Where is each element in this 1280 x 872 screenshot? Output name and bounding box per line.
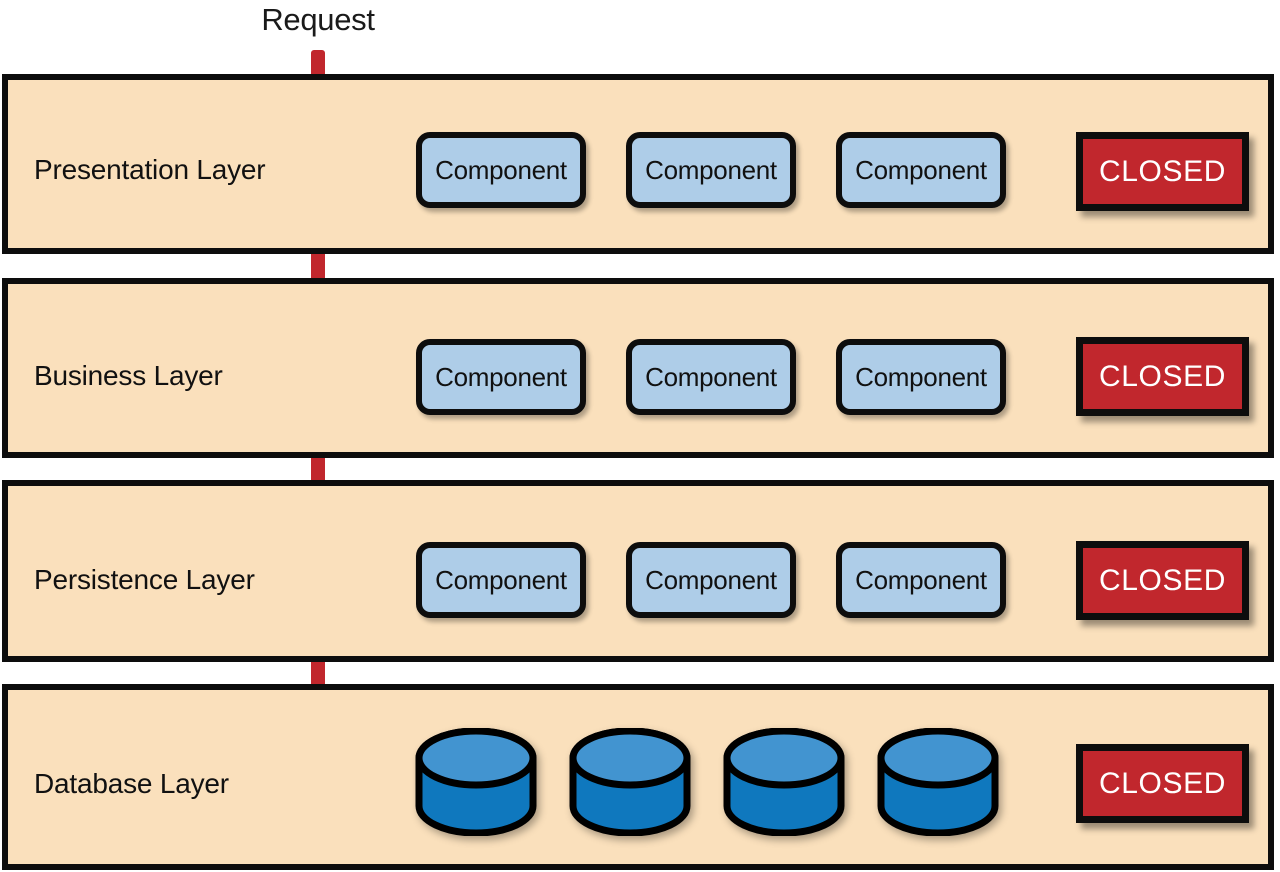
- component-box[interactable]: Component: [416, 132, 586, 208]
- database-cylinder[interactable]: [874, 728, 1002, 836]
- status-badge-label: CLOSED: [1099, 359, 1226, 393]
- component-label: Component: [435, 361, 567, 392]
- component-box[interactable]: Component: [416, 542, 586, 618]
- layer-label-presentation: Presentation Layer: [34, 154, 266, 185]
- database-cylinder[interactable]: [412, 728, 540, 836]
- status-badge-closed[interactable]: CLOSED: [1076, 541, 1249, 620]
- component-label: Component: [645, 361, 777, 392]
- component-box[interactable]: Component: [626, 542, 796, 618]
- status-badge-closed[interactable]: CLOSED: [1076, 337, 1249, 416]
- request-label: Request: [261, 2, 375, 37]
- component-label: Component: [855, 154, 987, 185]
- database-icon: [723, 728, 845, 836]
- layer-persistence[interactable]: Persistence Layer Component Component Co…: [2, 480, 1274, 662]
- component-box[interactable]: Component: [626, 132, 796, 208]
- component-label: Component: [435, 564, 567, 595]
- component-label: Component: [855, 564, 987, 595]
- status-badge-label: CLOSED: [1099, 563, 1226, 597]
- layer-business[interactable]: Business Layer Component Component Compo…: [2, 278, 1274, 458]
- component-label: Component: [435, 154, 567, 185]
- status-badge-closed[interactable]: CLOSED: [1076, 744, 1249, 823]
- component-box[interactable]: Component: [836, 132, 1006, 208]
- component-box[interactable]: Component: [626, 339, 796, 415]
- component-box[interactable]: Component: [836, 542, 1006, 618]
- layer-database[interactable]: Database Layer C: [2, 684, 1274, 870]
- layer-label-business: Business Layer: [34, 360, 223, 391]
- status-badge-closed[interactable]: CLOSED: [1076, 132, 1249, 211]
- database-icon: [877, 728, 999, 836]
- layer-label-database: Database Layer: [34, 768, 229, 799]
- component-label: Component: [645, 154, 777, 185]
- component-label: Component: [645, 564, 777, 595]
- database-cylinder[interactable]: [566, 728, 694, 836]
- component-label: Component: [855, 361, 987, 392]
- component-box[interactable]: Component: [416, 339, 586, 415]
- status-badge-label: CLOSED: [1099, 766, 1226, 800]
- status-badge-label: CLOSED: [1099, 154, 1226, 188]
- layer-presentation[interactable]: Presentation Layer Component Component C…: [2, 74, 1274, 254]
- database-icon: [415, 728, 537, 836]
- component-box[interactable]: Component: [836, 339, 1006, 415]
- database-icon: [569, 728, 691, 836]
- layer-label-persistence: Persistence Layer: [34, 564, 255, 595]
- database-cylinder[interactable]: [720, 728, 848, 836]
